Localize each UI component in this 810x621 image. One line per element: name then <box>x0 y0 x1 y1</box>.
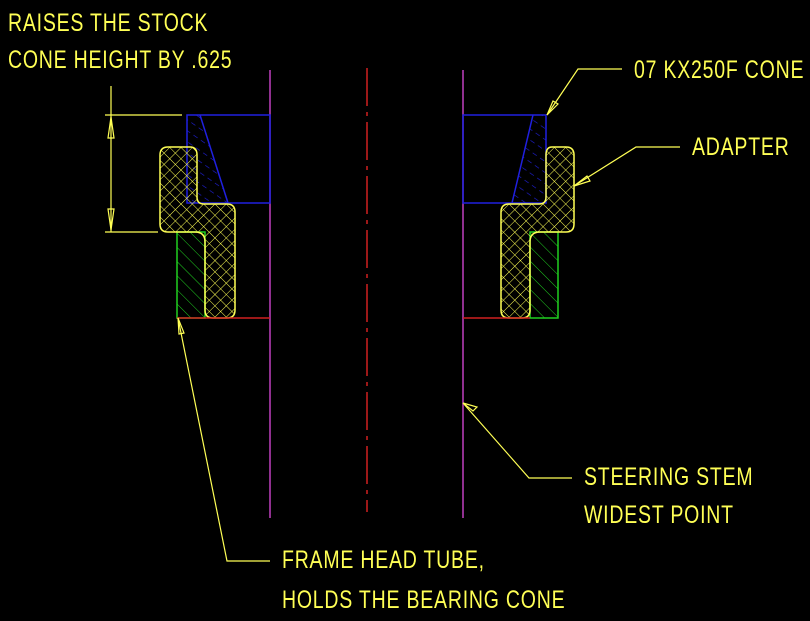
stem-label-line2: WIDEST POINT <box>584 501 734 529</box>
adapter-label: ADAPTER <box>692 133 790 161</box>
head-tube-right <box>529 231 559 319</box>
right-assembly <box>462 114 575 319</box>
leader-frame <box>177 317 270 562</box>
height-dimension <box>105 86 182 233</box>
cone-right-hatched <box>512 115 546 203</box>
leader-stem <box>462 402 572 479</box>
head-tube-left <box>176 231 206 319</box>
leader-cone <box>546 68 622 116</box>
leader-adapter <box>573 146 680 187</box>
frame-label-line1: FRAME HEAD TUBE, <box>282 546 485 574</box>
frame-label-line2: HOLDS THE BEARING CONE <box>282 586 566 614</box>
stem-label-line1: STEERING STEM <box>584 463 754 491</box>
dimension-note-line2: CONE HEIGHT BY .625 <box>8 46 233 74</box>
left-assembly <box>159 114 271 319</box>
dimension-note-line1: RAISES THE STOCK <box>8 9 209 37</box>
cone-label: 07 KX250F CONE <box>634 56 805 84</box>
